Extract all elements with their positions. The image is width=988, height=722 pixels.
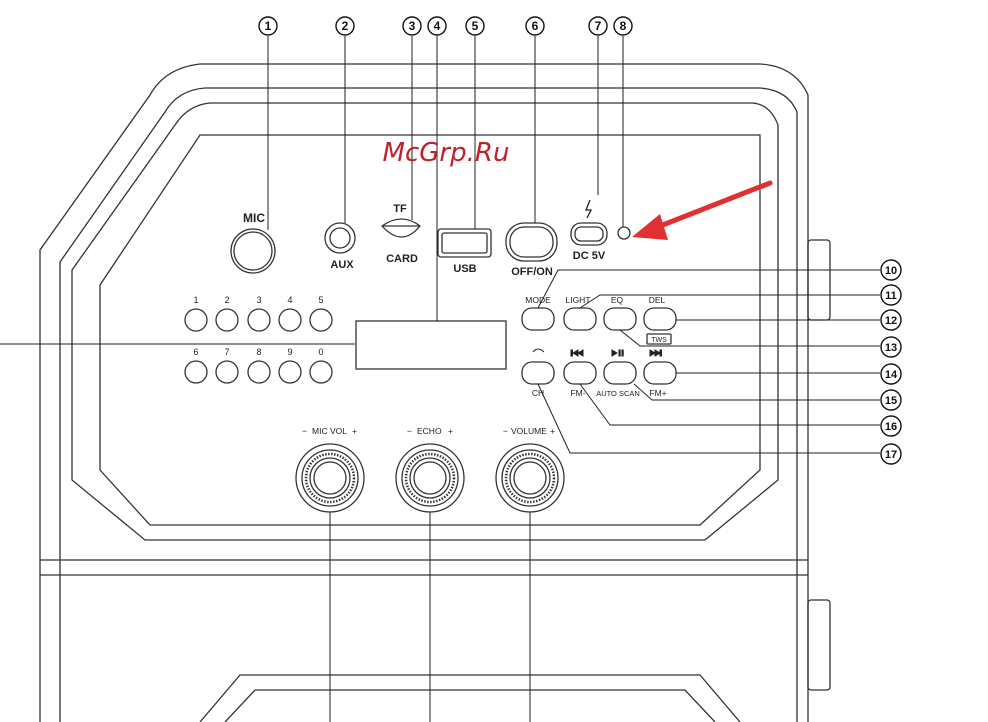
- volume-plus: +: [550, 426, 555, 436]
- key-label-8: 8: [256, 347, 261, 357]
- dc-port[interactable]: [570, 222, 608, 246]
- tf-card-slot[interactable]: [381, 218, 421, 238]
- next-button[interactable]: [643, 361, 677, 385]
- card-label: CARD: [386, 253, 418, 265]
- key-label-3: 3: [256, 295, 261, 305]
- red-arrow-icon: [632, 180, 773, 240]
- mic-vol-plus: +: [352, 426, 357, 436]
- prev-track-icon: [570, 349, 584, 357]
- eq-button[interactable]: [603, 307, 637, 331]
- key-label-0: 0: [318, 347, 323, 357]
- repeat-icon: [532, 348, 545, 353]
- fm-plus-label: FM+: [649, 388, 666, 398]
- key-label-6: 6: [193, 347, 198, 357]
- callout-3: 3: [409, 19, 416, 33]
- mic-vol-label: MIC VOL: [312, 426, 347, 436]
- face-panel-inner: [99, 134, 761, 526]
- callout-16: 16: [885, 421, 897, 433]
- mode-button[interactable]: [521, 307, 555, 331]
- del-label: DEL: [649, 295, 666, 305]
- light-label: LIGHT: [565, 295, 590, 305]
- callout-15: 15: [885, 395, 897, 407]
- callout-11: 11: [885, 290, 897, 302]
- aux-label: AUX: [330, 259, 354, 271]
- tws-badge: [646, 333, 672, 345]
- volume-label: VOLUME: [511, 426, 547, 436]
- tws-label: TWS: [651, 337, 667, 344]
- echo-label: ECHO: [417, 426, 442, 436]
- dc5v-label: DC 5V: [573, 250, 606, 262]
- watermark: McGrp.Ru: [383, 138, 510, 168]
- auto-scan-label: AUTO SCAN: [596, 389, 640, 398]
- del-button[interactable]: [643, 307, 677, 331]
- number-keys-bottom: [184, 360, 333, 384]
- key-label-1: 1: [193, 295, 198, 305]
- volume-minus: −: [503, 426, 508, 436]
- offon-label: OFF/ON: [511, 266, 553, 278]
- eq-label: EQ: [611, 295, 624, 305]
- lcd-display: [355, 320, 507, 370]
- light-button[interactable]: [563, 307, 597, 331]
- number-keys-top: [184, 308, 333, 332]
- key-label-7: 7: [224, 347, 229, 357]
- callout-17: 17: [885, 449, 897, 461]
- mode-label: MODE: [525, 295, 551, 305]
- mic-vol-minus: −: [302, 426, 307, 436]
- key-label-4: 4: [287, 295, 292, 305]
- ch-button[interactable]: [521, 361, 555, 385]
- aux-jack[interactable]: [324, 222, 356, 254]
- callout-7: 7: [595, 19, 602, 33]
- callout-5: 5: [472, 19, 479, 33]
- play-button[interactable]: [603, 361, 637, 385]
- lightning-icon: [585, 199, 593, 219]
- echo-minus: −: [407, 426, 412, 436]
- mic-label: MIC: [243, 211, 265, 225]
- callout-14: 14: [885, 369, 898, 381]
- mic-jack[interactable]: [230, 228, 276, 274]
- power-button[interactable]: [505, 222, 558, 262]
- echo-plus: +: [448, 426, 453, 436]
- callout-1: 1: [265, 19, 272, 33]
- tf-label: TF: [393, 203, 407, 215]
- key-label-5: 5: [318, 295, 323, 305]
- play-pause-icon: [611, 349, 624, 357]
- callout-12: 12: [885, 315, 897, 327]
- callout-6: 6: [532, 19, 539, 33]
- indicator-led: [617, 226, 631, 240]
- prev-button[interactable]: [563, 361, 597, 385]
- face-panel-outer: [71, 102, 779, 541]
- usb-label: USB: [453, 263, 476, 275]
- housing-outer: [39, 63, 809, 722]
- key-label-9: 9: [287, 347, 292, 357]
- housing-inner: [59, 87, 798, 722]
- next-track-icon: [649, 349, 662, 357]
- callout-13: 13: [885, 342, 897, 354]
- callout-8: 8: [620, 19, 627, 33]
- callout-4: 4: [434, 19, 441, 33]
- usb-port[interactable]: [437, 228, 492, 258]
- callout-2: 2: [342, 19, 349, 33]
- callout-10: 10: [885, 265, 897, 277]
- ch-label: CH: [532, 388, 544, 398]
- fm-minus-label: FM-: [570, 388, 585, 398]
- key-label-2: 2: [224, 295, 229, 305]
